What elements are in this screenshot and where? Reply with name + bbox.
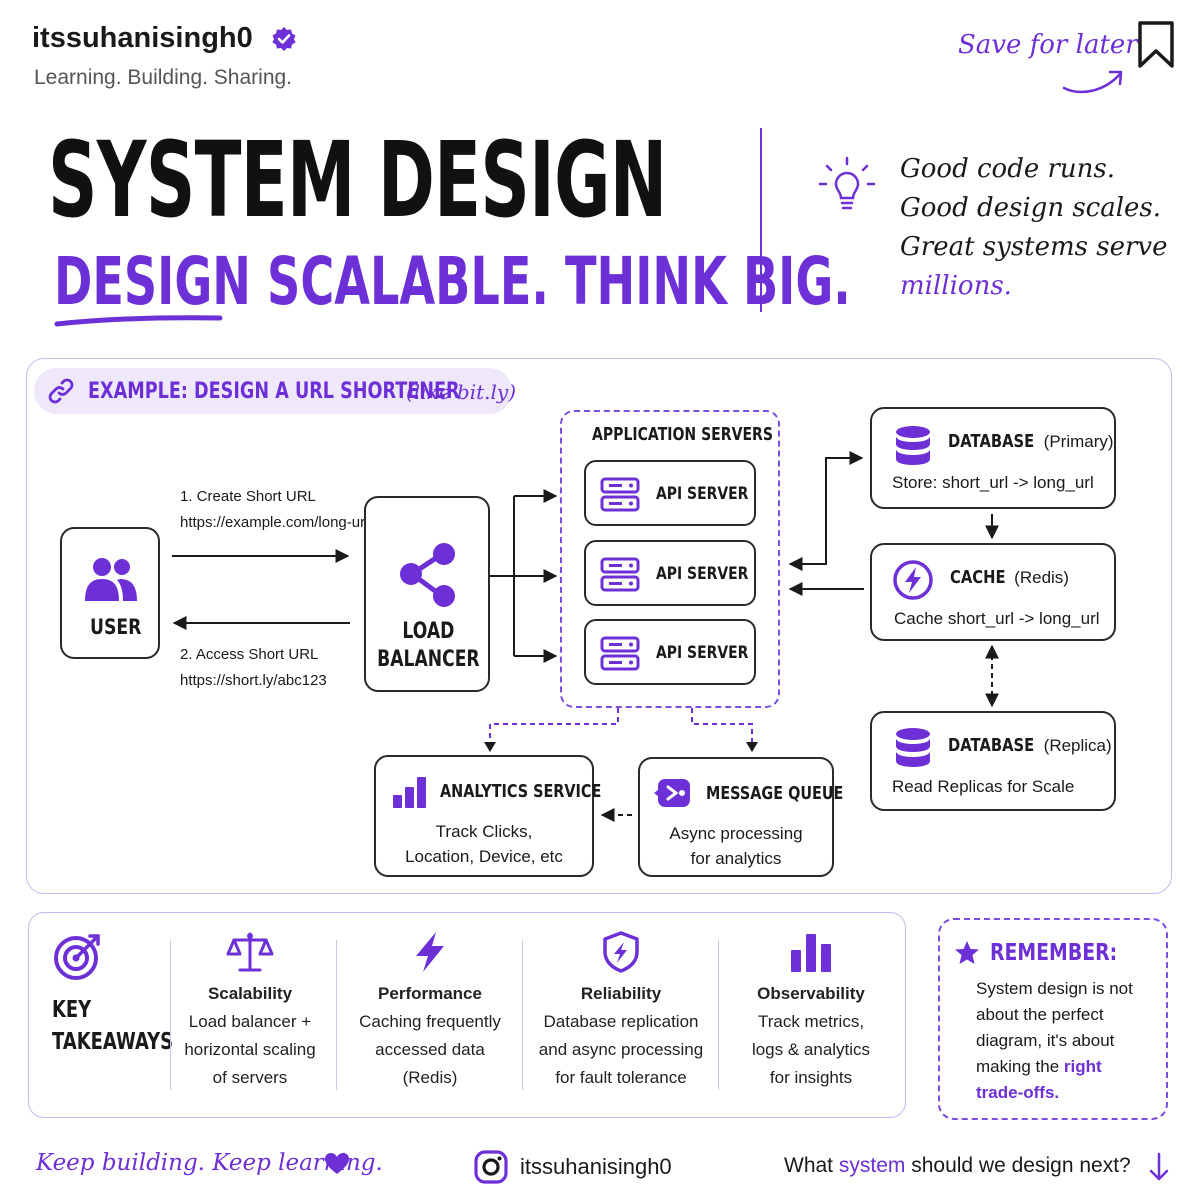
application-servers-label: APPLICATION SERVERS [592,424,773,445]
diagram-connectors [172,451,999,822]
remember-panel [938,918,1168,1120]
api-server-label: API SERVER [656,643,749,663]
example-panel [26,358,1172,894]
save-for-later-label: Save for later [958,30,1138,60]
remember-text: System design is not about the perfect d… [976,979,1133,1102]
cache-title: CACHE (Redis) [950,567,1069,588]
queue-icon [654,779,690,807]
analytics-title: ANALYTICS SERVICE [440,781,602,802]
api-server-label: API SERVER [656,484,749,504]
api-server[interactable]: API SERVER [584,540,756,606]
bar-chart-icon [791,934,831,972]
server-icon [600,557,640,592]
scales-icon [226,932,274,972]
subtitle: DESIGN SCALABLE. THINK BIG. [54,244,851,320]
target-icon [54,934,100,980]
subtitle-part-b: THINK BIG. [565,243,851,320]
arrow-create-label: 1. Create Short URL https://example.com/… [180,488,369,531]
example-pill [34,368,512,414]
load-balancer-label: LOAD BALANCER [377,619,480,672]
tagline: Learning. Building. Sharing. [34,66,293,89]
analytics-desc: Track Clicks, Location, Device, etc [405,822,563,866]
divider [718,940,719,1090]
load-balancer-node[interactable]: LOAD BALANCER [364,496,490,692]
analytics-service-node[interactable]: ANALYTICS SERVICE Track Clicks, Location… [374,755,601,877]
database-icon [896,426,930,465]
message-queue-title: MESSAGE QUEUE [706,783,844,804]
verified-badge-icon [272,27,296,51]
shield-icon [603,931,639,973]
heart-icon [325,1153,349,1174]
cache-node[interactable]: CACHE (Redis) Cache short_url -> long_ur… [870,543,1116,641]
takeaway-title: Observability [757,984,865,1003]
user-label: USER [90,615,142,639]
divider [522,940,523,1090]
star-icon [955,941,979,964]
database-primary-title: DATABASE (Primary) [948,431,1114,452]
bar-chart-icon [393,777,426,808]
server-icon [600,636,640,671]
page-title: SYSTEM DESIGN [48,119,667,241]
instagram-icon[interactable] [474,1150,508,1184]
takeaways-panel [28,912,906,1118]
username[interactable]: itssuhanisingh0 [32,22,253,54]
database-primary-desc: Store: short_url -> long_url [892,473,1094,492]
example-note: (like bit.ly) [406,380,516,404]
takeaway-observability: Observability Track metrics, logs & anal… [724,930,898,1092]
takeaway-scalability: Scalability Load balancer + horizontal s… [176,930,324,1092]
takeaway-title: Performance [378,984,482,1003]
api-server[interactable]: API SERVER [584,619,756,685]
remember-title: REMEMBER: [990,940,1118,966]
message-queue-node[interactable]: MESSAGE QUEUE Async processing for analy… [638,757,843,877]
arrow-down-icon [1149,1152,1169,1181]
quote-line-3: Great systems serve [900,232,1168,262]
lightning-icon [893,560,933,600]
quote-line-2: Good design scales. [900,193,1162,223]
divider [170,940,171,1090]
example-label: EXAMPLE: DESIGN A URL SHORTENER [88,379,460,404]
title-divider [760,128,762,312]
users-icon [85,558,137,601]
arrow-access-label: 2. Access Short URL https://short.ly/abc… [180,646,327,689]
subtitle-part-a: DESIGN SCALABLE. [54,243,549,320]
database-replica-node[interactable]: DATABASE (Replica) Read Replicas for Sca… [870,711,1116,811]
quote-line-4: millions. [900,271,1012,301]
curved-arrow-icon [1062,70,1123,94]
server-icon [600,477,640,512]
key-takeaways-label: KEY TAKEAWAYS [52,997,174,1055]
takeaway-title: Reliability [580,984,662,1003]
quote-block: Good code runs. Good design scales. Grea… [900,150,1168,306]
bookmark-icon[interactable] [1136,20,1176,70]
lightning-bolt-icon [416,932,444,972]
database-primary-node[interactable]: DATABASE (Primary) Store: short_url -> l… [870,407,1116,509]
footer-signoff: Keep building. Keep learning. [36,1150,383,1176]
divider [336,940,337,1090]
quote-line-1: Good code runs. [900,154,1116,184]
takeaway-reliability: Reliability Database replication and asy… [528,930,714,1092]
api-server-label: API SERVER [656,564,749,584]
link-icon [48,378,74,404]
lightbulb-icon [818,156,876,210]
underline-stroke [54,315,223,327]
takeaway-performance: Performance Caching frequently accessed … [342,930,518,1092]
application-servers-group [560,410,780,708]
database-icon [896,728,930,767]
share-nodes-icon [400,543,455,607]
user-node[interactable]: USER [60,527,160,659]
api-server[interactable]: API SERVER [584,460,756,526]
database-replica-desc: Read Replicas for Scale [892,777,1075,796]
database-replica-title: DATABASE (Replica) [948,735,1112,756]
footer-handle[interactable]: itssuhanisingh0 [520,1154,672,1179]
footer-question: What system should we design next? [784,1154,1131,1177]
cache-desc: Cache short_url -> long_url [894,609,1100,628]
takeaway-title: Scalability [207,984,293,1003]
message-queue-desc: Async processing for analytics [669,824,803,868]
